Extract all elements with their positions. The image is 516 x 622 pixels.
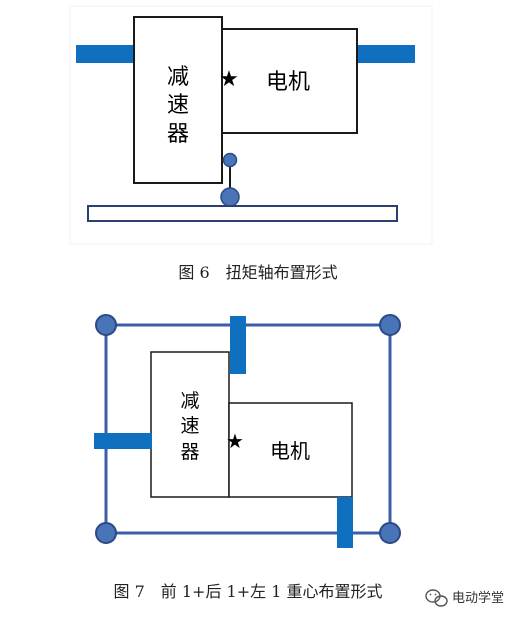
left-shaft-bar — [76, 45, 136, 63]
reducer-char-3: 器 — [167, 122, 189, 147]
corner-bushing-top-right-icon — [379, 314, 401, 336]
figure6-diagram: 减 速 器 电机 ★ — [69, 5, 433, 245]
watermark: 电动学堂 — [425, 589, 504, 607]
corner-bushing-top-left-icon — [95, 314, 117, 336]
motor-box — [221, 28, 358, 134]
center-of-gravity-star-icon: ★ — [226, 429, 244, 453]
motor-box — [228, 402, 353, 498]
reducer-box — [150, 351, 230, 498]
subframe-outline — [104, 323, 392, 535]
base-rail — [87, 205, 398, 222]
upper-pivot-icon — [222, 152, 238, 168]
figure6-panel — [69, 5, 433, 245]
corner-bushing-bottom-left-icon — [95, 522, 117, 544]
figure7-caption: 图 7 前 1+后 1+左 1 重心布置形式 — [114, 582, 383, 601]
wechat-icon — [425, 589, 448, 607]
left-mount — [94, 433, 152, 449]
reducer-char-1: 减 — [180, 390, 199, 412]
motor-label: 电机 — [266, 70, 310, 95]
lower-pivot-icon — [220, 187, 240, 207]
reducer-box — [133, 16, 223, 184]
motor-label: 电机 — [270, 439, 310, 463]
reducer-char-3: 器 — [180, 441, 199, 463]
figure6-caption: 图 6 扭矩轴布置形式 — [178, 263, 337, 282]
center-of-gravity-star-icon: ★ — [219, 67, 239, 92]
reducer-char-1: 减 — [167, 65, 189, 90]
front-mount — [230, 316, 246, 374]
right-shaft-bar — [357, 45, 415, 63]
reducer-char-2: 速 — [180, 415, 199, 437]
reducer-char-2: 速 — [167, 93, 189, 118]
rear-mount — [337, 497, 353, 548]
corner-bushing-bottom-right-icon — [379, 522, 401, 544]
watermark-text: 电动学堂 — [452, 590, 504, 606]
figure7-diagram: 减 速 器 电机 ★ — [94, 314, 401, 548]
